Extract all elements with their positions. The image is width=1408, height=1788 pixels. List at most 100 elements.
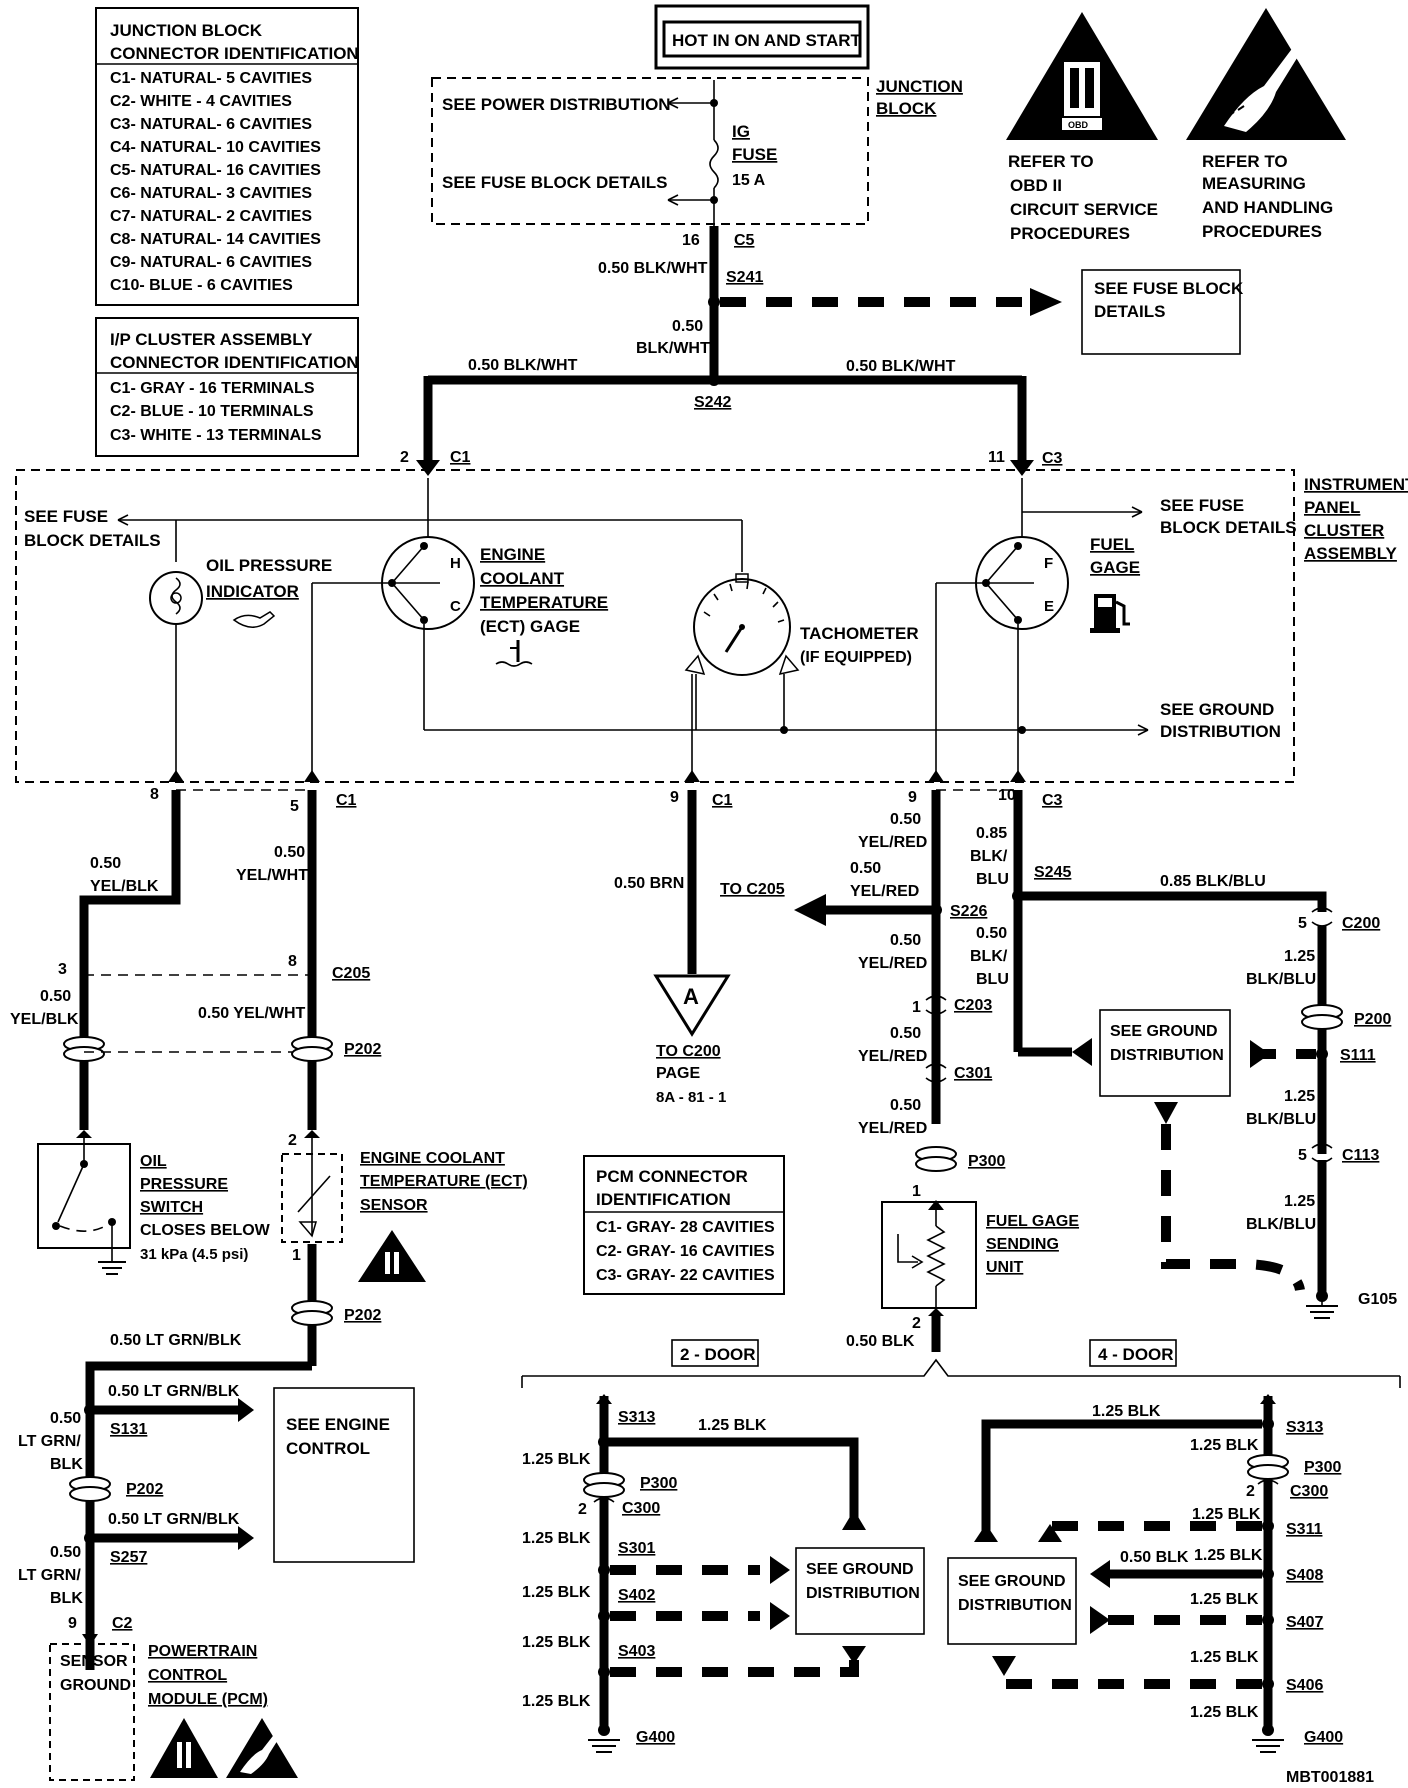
wire-label: BLK/WHT	[636, 340, 710, 357]
svg-text:BLK/: BLK/	[970, 948, 1008, 965]
svg-text:SENSOR: SENSOR	[60, 1653, 128, 1670]
figure-code: MBT001881	[1286, 1769, 1374, 1786]
wire-label: 0.50 BLK/WHT	[598, 260, 708, 277]
pin-9: 9	[670, 789, 679, 806]
oil-pressure-label: OIL PRESSURE	[206, 556, 332, 575]
ip-table-row: C1- GRAY - 16 TERMINALS	[110, 380, 315, 397]
jb-table-row: C10- BLUE - 6 CAVITIES	[110, 277, 293, 294]
fuse-icon	[709, 139, 719, 189]
connector-c203: C203	[954, 997, 992, 1014]
svg-text:1.25 BLK: 1.25 BLK	[1190, 1704, 1259, 1721]
junction-block-connector-table: JUNCTION BLOCK CONNECTOR IDENTIFICATION …	[95, 7, 359, 306]
pin-2: 2	[288, 1132, 297, 1149]
svg-text:0.50 YEL/WHT: 0.50 YEL/WHT	[198, 1005, 306, 1022]
coolant-temp-icon	[495, 640, 533, 667]
to-c205: TO C205	[720, 881, 785, 898]
jb-table-header-line1: JUNCTION BLOCK	[110, 21, 263, 40]
svg-text:1.25: 1.25	[1284, 1193, 1315, 1210]
connector-c301: C301	[954, 1065, 992, 1082]
to-c200-ref: TO C200	[656, 1043, 721, 1060]
connector-inline	[291, 1036, 333, 1062]
fuel-sender-label: SENDING	[986, 1236, 1059, 1253]
fuel-sender-label: UNIT	[986, 1259, 1024, 1276]
oil-pressure-wire	[79, 790, 181, 1130]
svg-text:1.25 BLK: 1.25 BLK	[522, 1451, 591, 1468]
g400: G400	[636, 1729, 675, 1746]
fuel-pump-icon	[1090, 594, 1130, 633]
svg-text:INSTRUMENT: INSTRUMENT	[1304, 475, 1408, 494]
pin-1: 1	[912, 1183, 921, 1200]
connector-c113: C113	[1342, 1147, 1379, 1164]
splice-s242: S242	[694, 394, 731, 411]
svg-text:1.25: 1.25	[1284, 1088, 1315, 1105]
ect-gage: H C	[381, 536, 475, 630]
see-ground-distribution-box: SEE GROUND DISTRIBUTION	[1099, 1009, 1231, 1097]
pcm-label: POWERTRAIN	[148, 1643, 257, 1660]
splice-s226: S226	[950, 903, 987, 920]
esd-refer: AND HANDLING	[1202, 198, 1333, 217]
ip-table-header-line1: I/P CLUSTER ASSEMBLY	[110, 330, 313, 349]
fuel-sender-label: FUEL GAGE	[986, 1213, 1079, 1230]
see-fuse-right: BLOCK DETAILS	[1160, 518, 1297, 537]
obd-refer: REFER TO	[1008, 152, 1094, 171]
svg-text:1.25 BLK: 1.25 BLK	[522, 1584, 591, 1601]
svg-text:1.25 BLK: 1.25 BLK	[522, 1634, 591, 1651]
svg-text:BLK/BLU: BLK/BLU	[1246, 1216, 1316, 1233]
svg-text:0.50 BRN: 0.50 BRN	[614, 875, 684, 892]
svg-text:0.50 LT GRN/BLK: 0.50 LT GRN/BLK	[108, 1383, 240, 1400]
ect-gage-label: TEMPERATURE	[480, 593, 608, 612]
svg-text:PANEL: PANEL	[1304, 498, 1360, 517]
fuel-gage-sending-unit	[881, 1200, 977, 1310]
pcm-sensor-ground: SENSOR GROUND	[49, 1643, 135, 1781]
svg-text:0.50: 0.50	[274, 844, 305, 861]
p200: P200	[1354, 1011, 1391, 1028]
see-fuse-left: BLOCK DETAILS	[24, 531, 161, 550]
esd-refer: REFER TO	[1202, 152, 1288, 171]
svg-text:1.25 BLK: 1.25 BLK	[1194, 1547, 1263, 1564]
connector-c205: C205	[332, 965, 370, 982]
obd-refer: CIRCUIT SERVICE	[1010, 200, 1158, 219]
splice-s407: S407	[1286, 1614, 1323, 1631]
splice-s313: S313	[618, 1409, 655, 1426]
connector-inline	[291, 1300, 333, 1326]
svg-text:0.50: 0.50	[90, 855, 121, 872]
connector-c1: C1	[336, 792, 357, 809]
hot-in-on-start-label: HOT IN ON AND START	[654, 4, 870, 70]
svg-text:0.50: 0.50	[890, 811, 921, 828]
p202: P202	[126, 1481, 163, 1498]
see-fuse-block-details-box: SEE FUSE BLOCK DETAILS	[1081, 269, 1244, 355]
connector-inline	[1247, 1454, 1289, 1480]
see-ground-distribution-box: SEE GROUND DISTRIBUTION	[795, 1547, 925, 1635]
svg-text:E: E	[1044, 598, 1054, 615]
svg-text:1.25 BLK: 1.25 BLK	[1190, 1591, 1259, 1608]
pin-2: 2	[912, 1315, 921, 1332]
fuel-gage: F E	[975, 536, 1069, 630]
svg-text:YEL/RED: YEL/RED	[850, 883, 919, 900]
jb-table-row: C1- NATURAL- 5 CAVITIES	[110, 70, 312, 87]
svg-text:SEE FUSE BLOCK: SEE FUSE BLOCK	[1094, 279, 1244, 298]
obd-refer: PROCEDURES	[1010, 224, 1130, 243]
splice-s403: S403	[618, 1643, 655, 1660]
pcm-table-row: C3- GRAY- 22 CAVITIES	[596, 1267, 775, 1284]
svg-text:YEL/BLK: YEL/BLK	[10, 1011, 79, 1028]
splice-s311: S311	[1286, 1521, 1323, 1538]
see-fuse-right: SEE FUSE	[1160, 496, 1244, 515]
svg-text:SEE GROUND: SEE GROUND	[958, 1573, 1066, 1590]
splice-s313: S313	[1286, 1419, 1323, 1436]
pin-5: 5	[290, 798, 299, 815]
pcm-label: CONTROL	[148, 1667, 227, 1684]
svg-text:YEL/RED: YEL/RED	[858, 834, 927, 851]
see-fuse-left: SEE FUSE	[24, 507, 108, 526]
tachometer-label: (IF EQUIPPED)	[800, 649, 912, 666]
to-c200-ref: PAGE	[656, 1065, 700, 1082]
svg-text:2 - DOOR: 2 - DOOR	[680, 1345, 756, 1364]
esd-refer: PROCEDURES	[1202, 222, 1322, 241]
splice-s241-dot	[708, 296, 720, 308]
svg-text:C: C	[450, 598, 461, 615]
svg-text:SEE GROUND: SEE GROUND	[1110, 1023, 1218, 1040]
svg-text:BLU: BLU	[976, 871, 1009, 888]
splice-s301: S301	[618, 1540, 655, 1557]
svg-text:0.50 BLK: 0.50 BLK	[1120, 1549, 1189, 1566]
svg-text:BLK/BLU: BLK/BLU	[1246, 971, 1316, 988]
